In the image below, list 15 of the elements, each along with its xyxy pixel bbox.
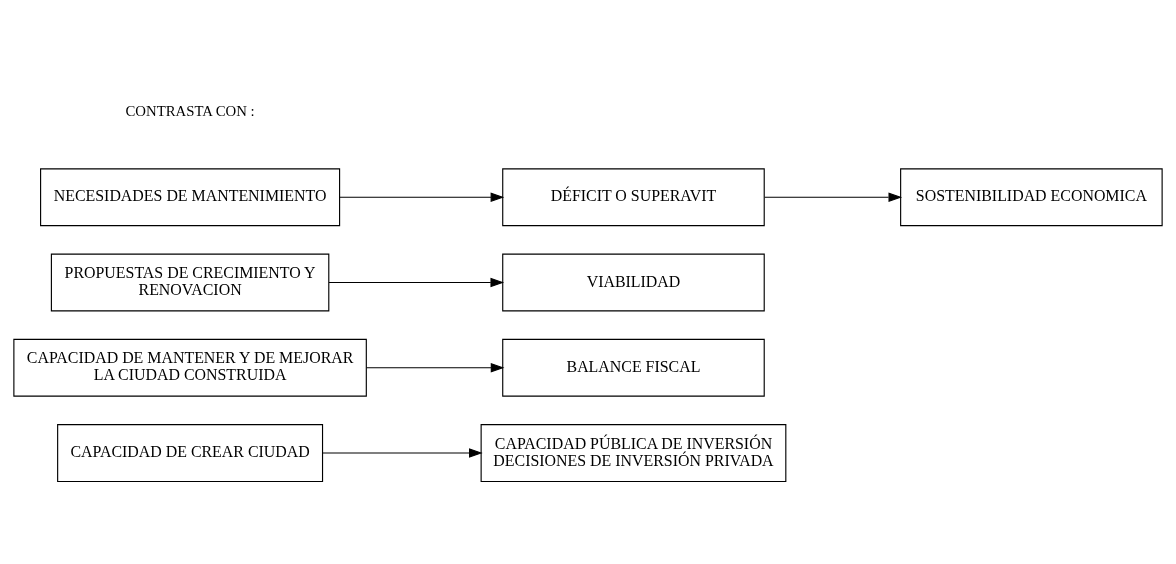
label: CONTRASTA CON :: [125, 102, 255, 119]
node-box: CAPACIDAD PÚBLICA DE INVERSIÓN DECISIONES DE INVERSIÓN PRIVADA: [480, 423, 787, 482]
node-box: CAPACIDAD DE CREAR CIUDAD: [57, 423, 324, 482]
node-box: DÉFICIT O SUPERAVIT: [502, 167, 765, 226]
node-box: VIABILIDAD: [502, 253, 765, 311]
node-box: CAPACIDAD DE MANTENER Y DE MEJORAR LA CIUDAD CONSTRUIDA: [13, 338, 367, 397]
arrow: [365, 362, 505, 373]
arrow: [339, 191, 505, 202]
node-box: NECESIDADES DE MANTENIMIENTO: [40, 167, 341, 226]
node-box: SOSTENIBILIDAD ECONOMICA: [900, 167, 1163, 226]
arrow: [328, 277, 505, 287]
arrow: [764, 191, 903, 202]
arrow: [322, 447, 483, 458]
node-box: BALANCE FISCAL: [502, 338, 765, 397]
node-box: PROPUESTAS DE CRECIMIENTO Y RENOVACION: [50, 253, 330, 311]
